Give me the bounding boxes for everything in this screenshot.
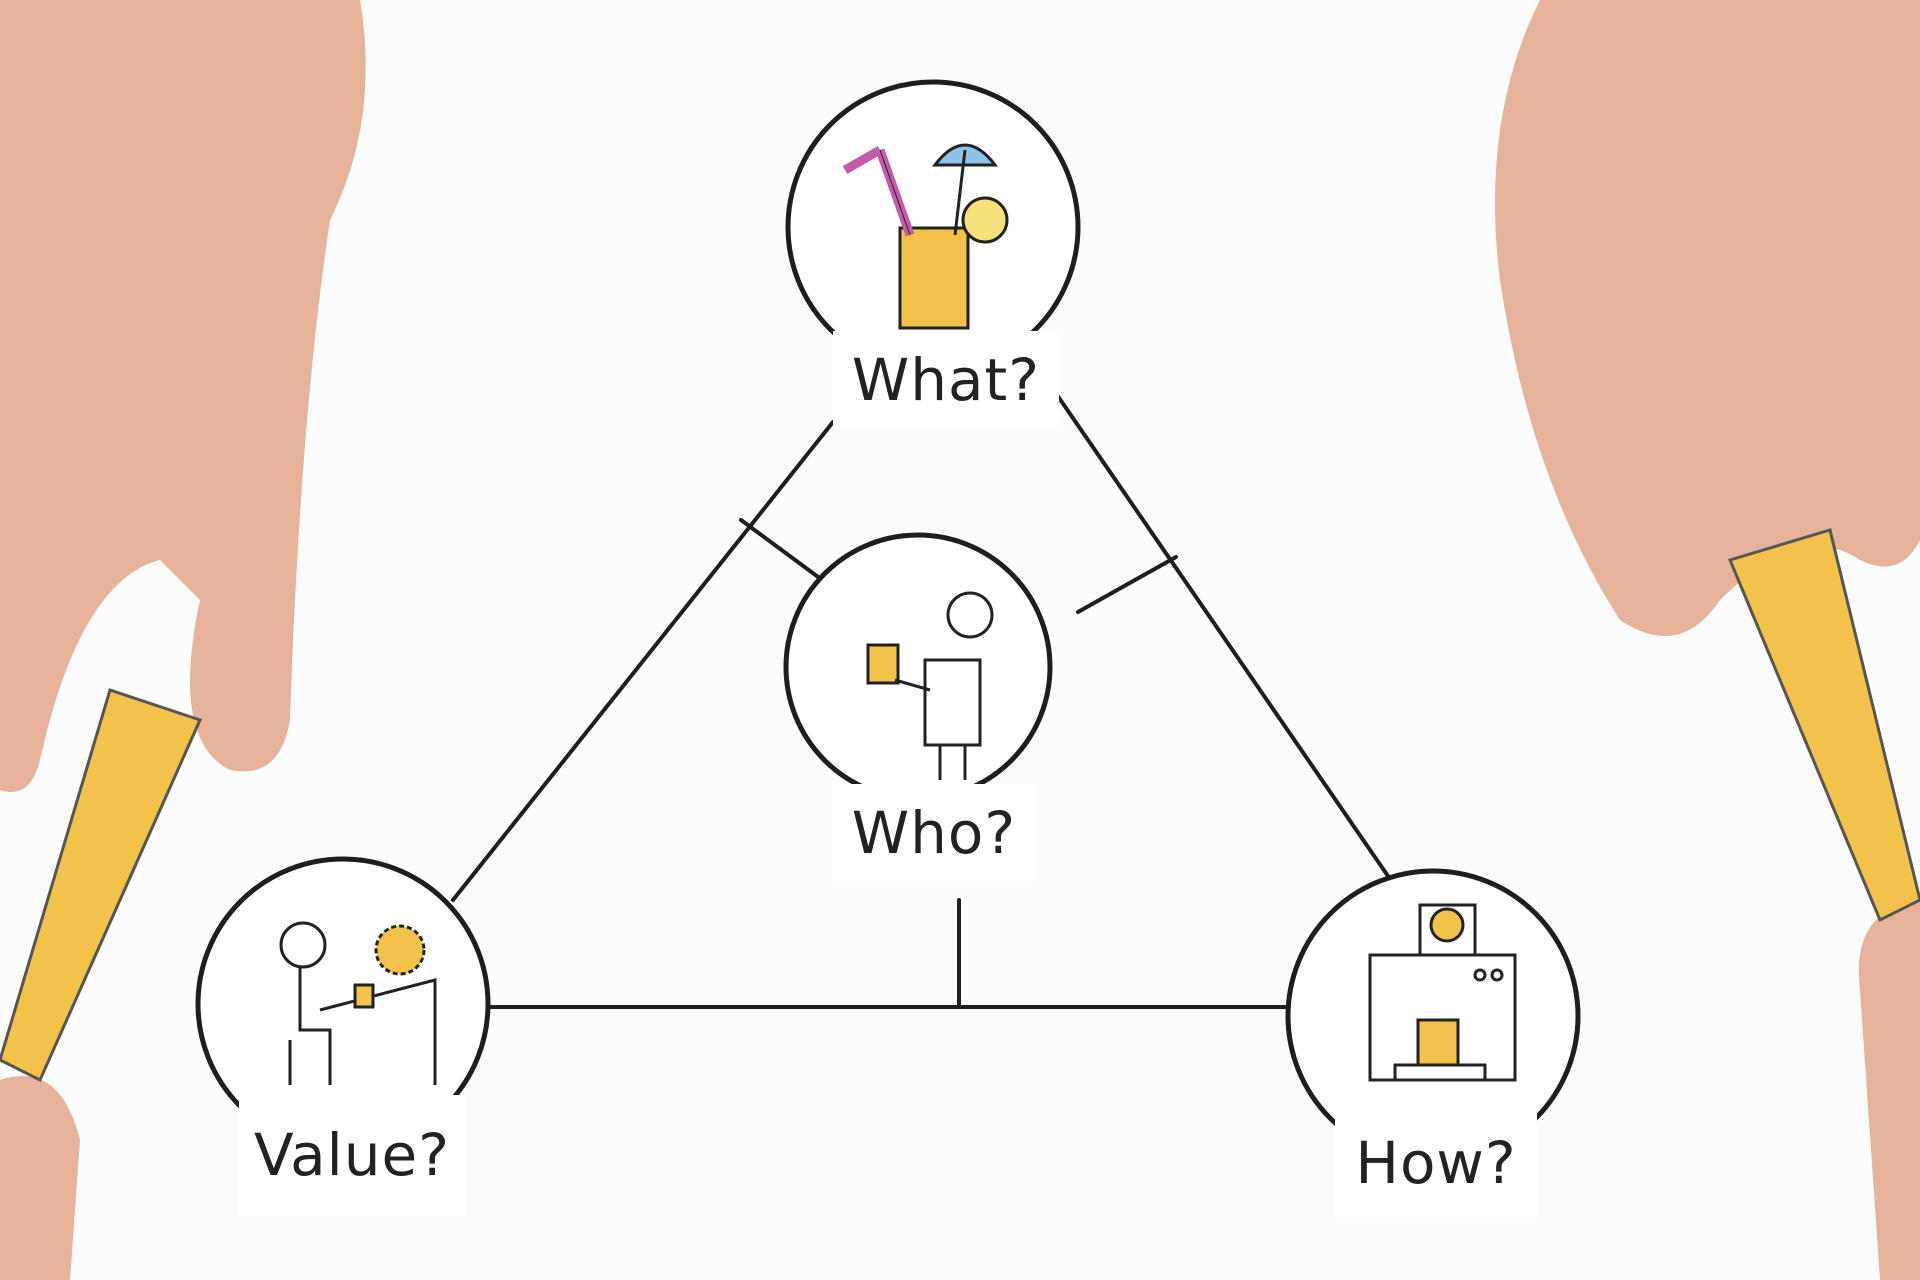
triangle-lines (451, 390, 1392, 1009)
who-label: Who? (833, 784, 1035, 882)
left-pencil-icon (0, 688, 203, 1083)
what-label: What? (833, 331, 1059, 429)
right-hand (1495, 0, 1920, 1280)
person-selling-icon (279, 921, 437, 1085)
value-label: Value? (239, 1095, 465, 1215)
drink-glass-icon (842, 143, 1009, 330)
left-hand (0, 0, 366, 1280)
right-pencil-icon (1727, 528, 1920, 923)
person-drinking-icon (866, 591, 994, 780)
juice-machine-icon (1368, 903, 1517, 1082)
who-circle (783, 532, 1053, 802)
how-label: How? (1335, 1108, 1537, 1218)
